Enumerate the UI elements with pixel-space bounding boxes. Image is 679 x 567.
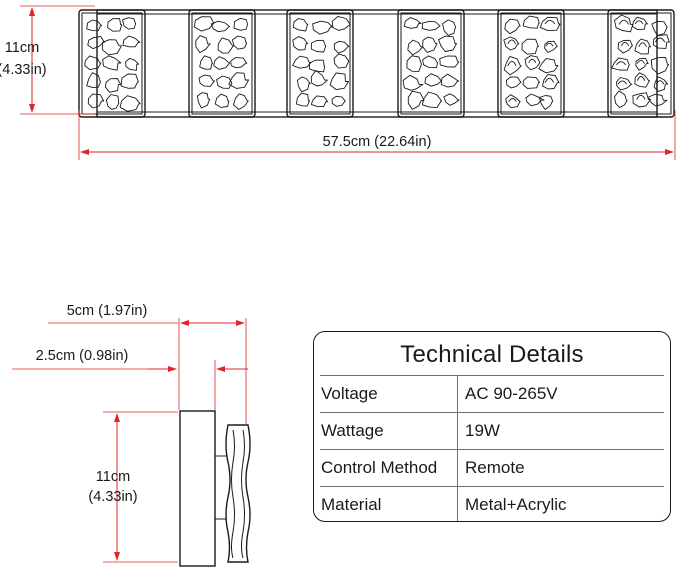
side-height-cm: 11cm — [96, 469, 130, 485]
table-row: Control Method Remote — [320, 449, 664, 486]
acrylic-shade — [188, 9, 256, 118]
front-height-in: (4.33in) — [0, 62, 47, 78]
side-shade-depth-label: 2.5cm (0.98in) — [36, 348, 129, 364]
spec-key-control-method: Control Method — [320, 450, 458, 486]
table-row: Material Metal+Acrylic — [320, 486, 664, 521]
technical-details-table: Technical Details Voltage AC 90-265V Wat… — [313, 331, 671, 522]
side-height-in: (4.33in) — [88, 489, 137, 505]
acrylic-shade — [397, 9, 465, 118]
front-width-label: 57.5cm (22.64in) — [323, 134, 432, 150]
side-backplate — [179, 410, 216, 567]
side-height-dimension: 11cm (4.33in) — [88, 411, 178, 563]
backplate-outline — [96, 9, 658, 118]
side-depth-total-label: 5cm (1.97in) — [67, 303, 148, 319]
spec-value-wattage: 19W — [465, 421, 500, 440]
table-title: Technical Details — [400, 341, 584, 368]
front-height-dimension: 11cm (4.33in) — [0, 5, 95, 115]
side-view — [179, 410, 251, 567]
front-view — [78, 9, 675, 118]
spec-value-material: Metal+Acrylic — [465, 495, 567, 514]
spec-key-material: Material — [320, 487, 458, 521]
table-row: Voltage AC 90-265V — [320, 375, 664, 412]
table-row: Wattage 19W — [320, 412, 664, 449]
spec-value-voltage: AC 90-265V — [465, 384, 558, 403]
spec-value-control-method: Remote — [465, 458, 525, 477]
side-depth-total-dimension: 5cm (1.97in) — [48, 303, 247, 424]
acrylic-shade — [607, 9, 675, 118]
spec-key-voltage: Voltage — [320, 376, 458, 412]
side-shade-depth-dimension: 2.5cm (0.98in) — [12, 348, 248, 410]
front-width-dimension: 57.5cm (22.64in) — [78, 110, 676, 160]
spec-key-wattage: Wattage — [320, 413, 458, 449]
acrylic-shade — [286, 9, 354, 118]
acrylic-shade — [497, 9, 565, 118]
front-height-cm: 11cm — [5, 40, 39, 56]
side-shade-profile — [225, 424, 251, 563]
acrylic-shades — [78, 9, 675, 118]
acrylic-shade — [78, 9, 146, 118]
